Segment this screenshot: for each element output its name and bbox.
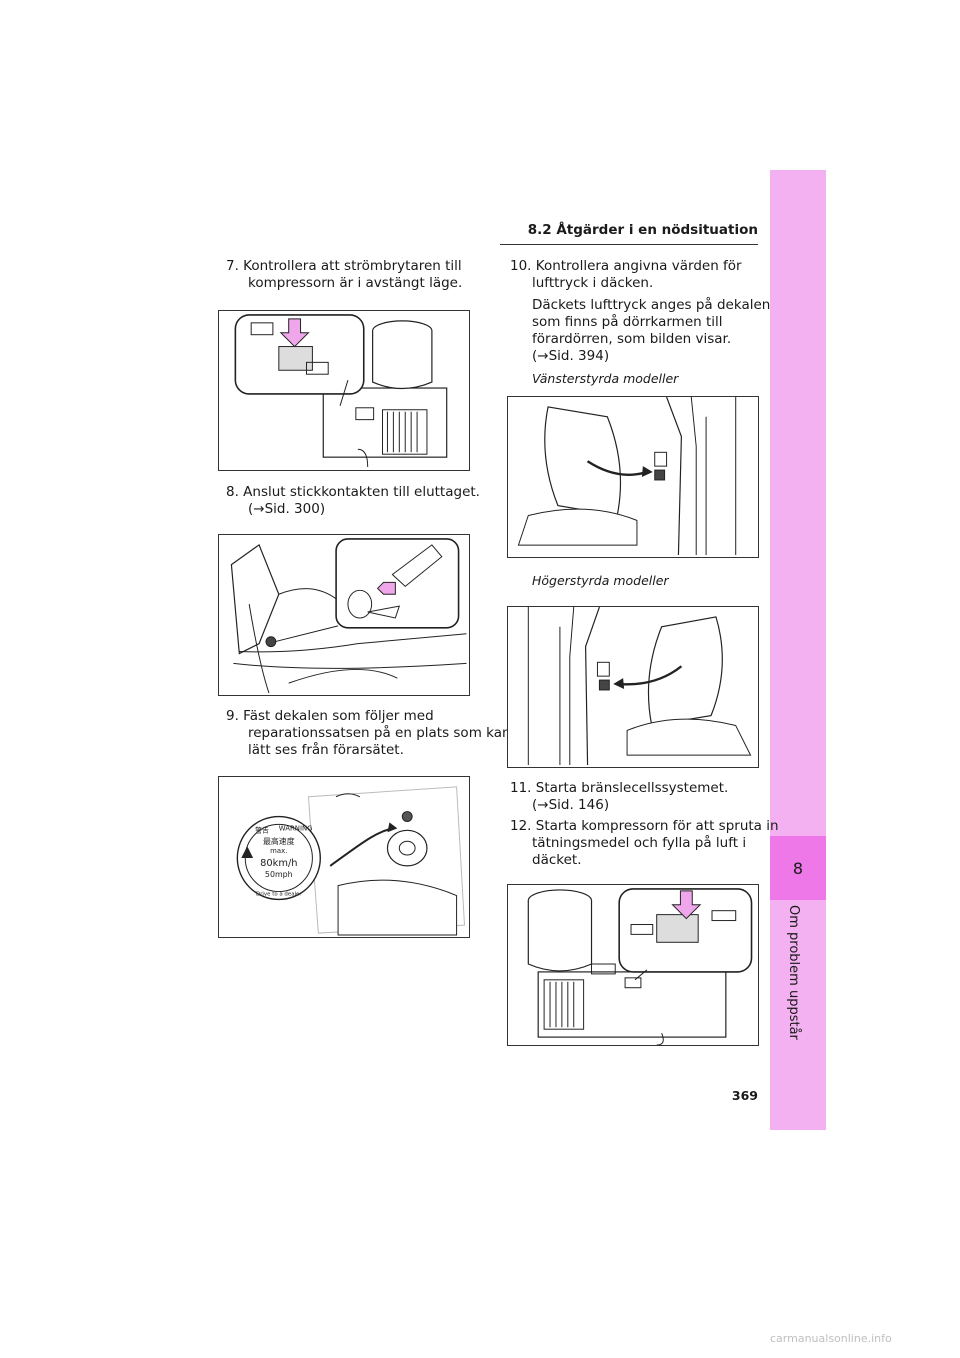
step-10-p2-line4: (→Sid. 394) (532, 348, 610, 364)
step-12-line1: 12. Starta kompressorn för att spruta in (510, 818, 779, 834)
warning-line3: 80km/h (260, 858, 297, 869)
warning-line4: 50mph (265, 870, 293, 879)
chapter-title: Om problem uppstår (786, 905, 801, 1040)
compressor-switch-off-illustration (234, 314, 448, 468)
door-label-lhd-illustration (517, 397, 737, 556)
step-9-line1: 9. Fäst dekalen som följer med (226, 708, 434, 724)
warning-label-illustration: 警告 WARNING 最高速度 max. 80km/h 50mph Drive … (236, 786, 466, 936)
step-12-line3: däcket. (532, 852, 582, 868)
step-10-line2: lufttryck i däcken. (532, 275, 654, 291)
step-7: 7. Kontrollera att strömbrytaren till ko… (226, 258, 462, 292)
step-12-line2: tätningsmedel och fylla på luft i (532, 835, 747, 851)
watermark: carmanualsonline.info (770, 1332, 892, 1345)
warning-bottom-text: Drive to a dealer (256, 892, 302, 898)
figure-power-outlet (218, 534, 470, 696)
figure-door-label-lhd (507, 396, 759, 558)
page-number: 369 (731, 1088, 758, 1103)
chapter-number: 8 (770, 836, 826, 900)
step-9-line2: reparationssatsen på en plats som kan (248, 725, 511, 741)
power-outlet-illustration (230, 538, 467, 694)
step-8-line2: (→Sid. 300) (248, 501, 326, 517)
step-9-line3: lätt ses från förarsätet. (248, 742, 404, 758)
step-10: 10. Kontrollera angivna värden för luftt… (510, 258, 770, 387)
step-10-p2-line1: Däckets lufttryck anges på dekalen (532, 297, 771, 313)
rhd-caption: Högerstyrda modeller (532, 573, 669, 588)
figure-compressor-switch-off (218, 310, 470, 471)
figure-compressor-switch-on (507, 884, 759, 1046)
step-7-line1: 7. Kontrollera att strömbrytaren till (226, 258, 462, 274)
step-11-line1: 11. Starta bränslecellssystemet. (510, 780, 729, 796)
warning-line1: 最高速度 (263, 836, 295, 846)
step-9: 9. Fäst dekalen som följer med reparatio… (226, 708, 511, 759)
header-rule (500, 244, 758, 245)
warning-title-jp: 警告 (255, 825, 269, 834)
chapter-side-tab (770, 170, 826, 1130)
figure-warning-label: 警告 WARNING 最高速度 max. 80km/h 50mph Drive … (218, 776, 470, 938)
step-12: 12. Starta kompressorn för att spruta in… (510, 818, 779, 869)
figure-door-label-rhd (507, 606, 759, 768)
step-8-line1: 8. Anslut stickkontakten till eluttaget. (226, 484, 480, 500)
section-header: 8.2 Åtgärder i en nödsituation (527, 222, 758, 238)
lhd-caption: Vänsterstyrda modeller (532, 371, 679, 386)
step-10-p2-line3: förardörren, som bilden visar. (532, 331, 732, 347)
step-10-line1: 10. Kontrollera angivna värden för (510, 258, 742, 274)
door-label-rhd-illustration (527, 607, 752, 766)
step-11: 11. Starta bränslecellssystemet. (→Sid. … (510, 780, 728, 814)
step-7-line2: kompressorn är i avstängt läge. (248, 275, 463, 291)
compressor-switch-on-illustration (527, 888, 753, 1045)
step-10-p2-line2: som finns på dörrkarmen till (532, 314, 723, 330)
step-11-line2: (→Sid. 146) (532, 797, 610, 813)
warning-line2: max. (270, 847, 287, 855)
step-8: 8. Anslut stickkontakten till eluttaget.… (226, 484, 480, 518)
warning-title-en: WARNING (279, 824, 313, 832)
